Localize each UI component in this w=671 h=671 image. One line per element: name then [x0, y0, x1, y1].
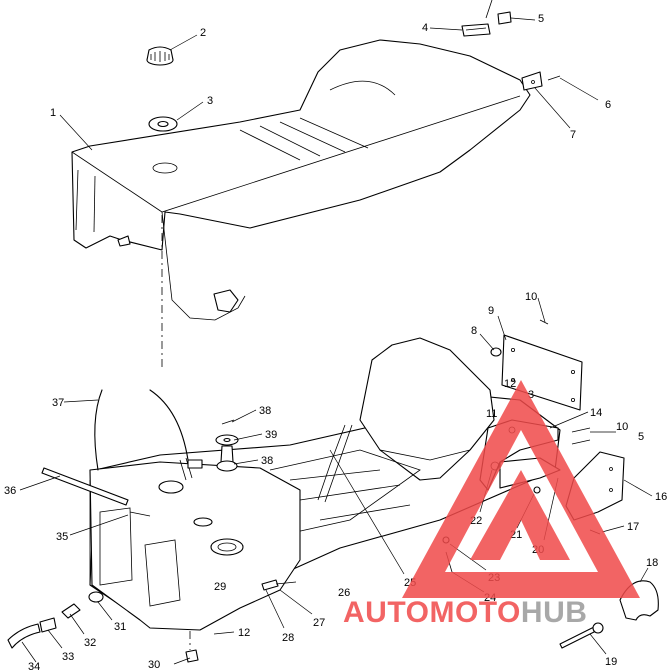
callout-31: 31	[114, 621, 126, 633]
fuel-line-parts	[7, 511, 151, 649]
callout-3b: 3	[528, 389, 534, 401]
callout-3: 3	[207, 95, 213, 107]
callout-37: 37	[52, 397, 64, 409]
callout-7: 7	[570, 129, 576, 141]
callout-36: 36	[4, 485, 16, 497]
callout-33: 33	[62, 651, 74, 663]
callout-34: 34	[28, 661, 40, 671]
watermark-text-hub: HUB	[521, 596, 588, 629]
callout-6: 6	[605, 99, 611, 111]
callout-9: 9	[488, 305, 494, 317]
clamp-27	[261, 579, 279, 591]
callout-29: 29	[214, 581, 226, 593]
gas-cap	[146, 46, 174, 66]
callout-labels: 1 2 3 4 5 6 7 8 9 10 11 12 3 14 10 5 16 …	[4, 13, 667, 671]
breather-tube	[41, 467, 129, 506]
vent-hose-right	[149, 389, 189, 461]
callout-39: 39	[265, 429, 277, 441]
watermark-triangle	[402, 380, 640, 598]
callout-17: 17	[627, 521, 639, 533]
svg-text:AUTOMOTOHUB: AUTOMOTOHUB	[343, 596, 587, 629]
callout-12b: 12	[238, 627, 250, 639]
callout-11: 11	[486, 408, 497, 420]
callout-14: 14	[590, 407, 602, 419]
callout-30: 30	[148, 659, 160, 671]
callout-27: 27	[313, 617, 325, 629]
callout-38b: 38	[261, 455, 273, 467]
mount-plate	[490, 319, 583, 411]
callout-16: 16	[655, 491, 667, 503]
callout-5b: 5	[638, 431, 644, 443]
callout-28: 28	[282, 632, 294, 644]
seat-cover	[71, 39, 531, 321]
fuel-tank	[89, 461, 301, 631]
fuel-valve	[215, 419, 239, 472]
bolt	[185, 649, 199, 663]
callout-38a: 38	[259, 405, 271, 417]
callout-5: 5	[538, 13, 544, 25]
callout-4: 4	[422, 22, 428, 34]
callout-1: 1	[50, 107, 56, 119]
watermark-text-auto: AUTO	[343, 596, 429, 629]
clip	[187, 459, 203, 469]
callout-32: 32	[84, 637, 96, 649]
gas-cap-gasket	[148, 116, 178, 132]
callout-10b: 10	[616, 421, 628, 433]
seat-bracket-small	[521, 71, 561, 91]
watermark-logo: AUTOMOTOHUB	[343, 380, 640, 629]
emblem-badge	[461, 0, 512, 37]
callout-35: 35	[56, 531, 68, 543]
nut-21	[533, 486, 541, 494]
callout-26: 26	[338, 587, 350, 599]
callout-2: 2	[200, 27, 206, 39]
pin-15	[571, 427, 591, 445]
watermark-text-moto: MOTO	[429, 596, 520, 629]
callout-12a: 12	[504, 378, 516, 390]
callout-18: 18	[646, 557, 658, 569]
callout-8: 8	[471, 325, 477, 337]
callout-10a: 10	[525, 291, 537, 303]
vent-hose	[94, 389, 103, 471]
callout-19: 19	[605, 656, 617, 668]
